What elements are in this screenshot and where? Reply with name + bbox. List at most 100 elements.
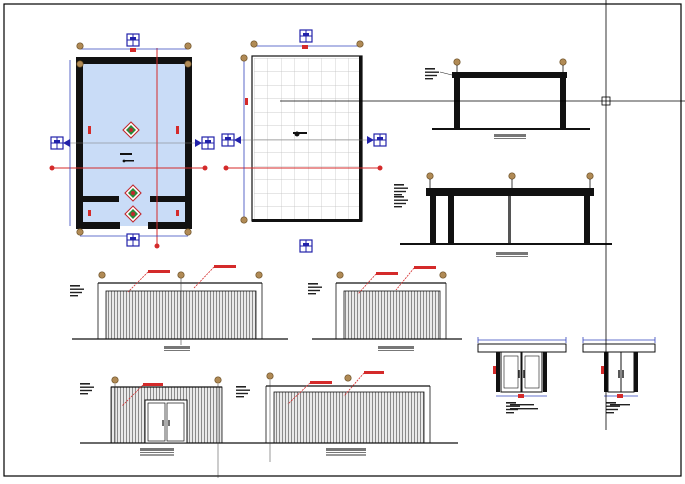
door-leaf-left <box>147 402 166 442</box>
grid-bubble-icon[interactable] <box>255 271 263 279</box>
section-marker-icon[interactable] <box>201 136 215 150</box>
annotation-leader <box>287 382 311 405</box>
grid-bubble-icon[interactable] <box>240 54 248 62</box>
column-left <box>430 196 436 244</box>
section-view-upper[interactable] <box>425 58 590 139</box>
view-title-bar <box>164 346 190 349</box>
wall-inner-right <box>150 196 186 202</box>
axis-end-point[interactable] <box>223 165 229 171</box>
grid-bubble-icon[interactable] <box>344 374 352 382</box>
arrow-marker <box>63 139 70 147</box>
view-title-bar <box>326 448 366 451</box>
annotation-notes <box>236 386 250 398</box>
axis-end-point[interactable] <box>202 165 208 171</box>
elevation-view-2[interactable] <box>308 266 462 351</box>
annotation-notes <box>308 283 322 295</box>
grid-bubble-icon[interactable] <box>336 271 344 279</box>
column-right <box>560 72 566 129</box>
elevation-view-4[interactable] <box>236 371 458 462</box>
detail-note <box>510 404 534 406</box>
axis-end-point[interactable] <box>154 243 160 249</box>
floor-plan[interactable] <box>49 33 215 249</box>
section-view-lower[interactable] <box>394 172 612 257</box>
annotation-tag <box>214 265 236 268</box>
grid-bubble-icon[interactable] <box>98 271 106 279</box>
door-panel-right[interactable] <box>521 351 543 393</box>
section-marker-icon[interactable] <box>50 136 64 150</box>
elevation-view-3[interactable] <box>80 376 240 478</box>
view-title-underline <box>326 452 366 453</box>
section-marker-icon[interactable] <box>221 133 235 147</box>
grid-bubble-icon[interactable] <box>266 372 274 380</box>
floor-grid-plan[interactable] <box>221 29 387 253</box>
section-marker-icon[interactable] <box>299 29 313 43</box>
lintel <box>582 343 656 353</box>
elevation-view-1[interactable] <box>70 265 288 351</box>
axis-end-point[interactable] <box>377 165 383 171</box>
axis-end-point[interactable] <box>49 165 55 171</box>
grid-bubble-icon[interactable] <box>426 172 434 180</box>
grid-bubble-icon[interactable] <box>214 376 222 384</box>
grid-bubble-icon[interactable] <box>184 60 192 68</box>
wall-top <box>76 57 192 64</box>
grid-bubble-icon[interactable] <box>111 376 119 384</box>
arrow-marker <box>367 136 374 144</box>
column-right <box>584 196 590 244</box>
door-glass-right <box>524 355 540 389</box>
grid-bubble-icon[interactable] <box>586 172 594 180</box>
grid-bubble-icon[interactable] <box>177 271 185 279</box>
wall-right <box>359 56 362 221</box>
wall-inner-left <box>83 196 119 202</box>
detail-note <box>510 408 538 410</box>
section-marker-icon[interactable] <box>299 239 313 253</box>
door-detail-2[interactable] <box>582 337 656 414</box>
annotation-tag <box>310 381 332 384</box>
column-left <box>454 72 460 129</box>
grid-bubble-icon[interactable] <box>559 58 567 66</box>
grid-bubble-icon[interactable] <box>250 40 258 48</box>
door-leaf-right <box>166 402 185 442</box>
section-marker-icon[interactable] <box>373 133 387 147</box>
annotation-leader <box>343 372 365 397</box>
cursor-pickbox <box>601 96 611 106</box>
frame-right <box>634 352 638 392</box>
view-title-bar <box>494 134 526 137</box>
door-panel-left[interactable] <box>500 351 522 393</box>
annotation-leader <box>127 271 149 293</box>
view-title-bar <box>140 454 174 456</box>
grid-bubble-icon[interactable] <box>76 228 84 236</box>
grid-bubble-icon[interactable] <box>356 40 364 48</box>
grid-bubble-icon[interactable] <box>453 58 461 66</box>
dimension-tag <box>245 98 248 105</box>
annotation-leader <box>357 273 377 295</box>
roof-slab <box>426 188 594 196</box>
section-marker-icon[interactable] <box>126 233 140 247</box>
door-panel-right[interactable] <box>620 351 635 393</box>
grid-bubble-icon[interactable] <box>76 60 84 68</box>
annotation-notes <box>394 196 408 208</box>
dimension-tag <box>493 366 496 374</box>
grid-bubble-icon[interactable] <box>439 271 447 279</box>
annotation-leader <box>395 267 415 291</box>
grid-bubble-icon[interactable] <box>184 228 192 236</box>
grid-bubble-icon[interactable] <box>240 216 248 224</box>
grid-bubble-icon[interactable] <box>184 42 192 50</box>
level-marker-icon <box>122 159 126 163</box>
grid-bubble-icon[interactable] <box>508 172 516 180</box>
annotation-notes <box>394 184 408 196</box>
dimension-tag <box>130 48 136 52</box>
grid-bubble-icon[interactable] <box>76 42 84 50</box>
dimension-tag <box>518 394 524 398</box>
view-title-bar <box>378 346 414 349</box>
arrow-marker <box>195 139 202 147</box>
section-marker-icon[interactable] <box>126 33 140 47</box>
annotation-notes <box>425 68 439 80</box>
annotation-notes <box>80 383 94 395</box>
door-detail-1[interactable] <box>477 337 567 414</box>
dimension-tag <box>617 394 623 398</box>
annotation-notes <box>606 402 620 414</box>
view-title-underline <box>378 350 414 351</box>
annotation-notes <box>70 285 84 297</box>
